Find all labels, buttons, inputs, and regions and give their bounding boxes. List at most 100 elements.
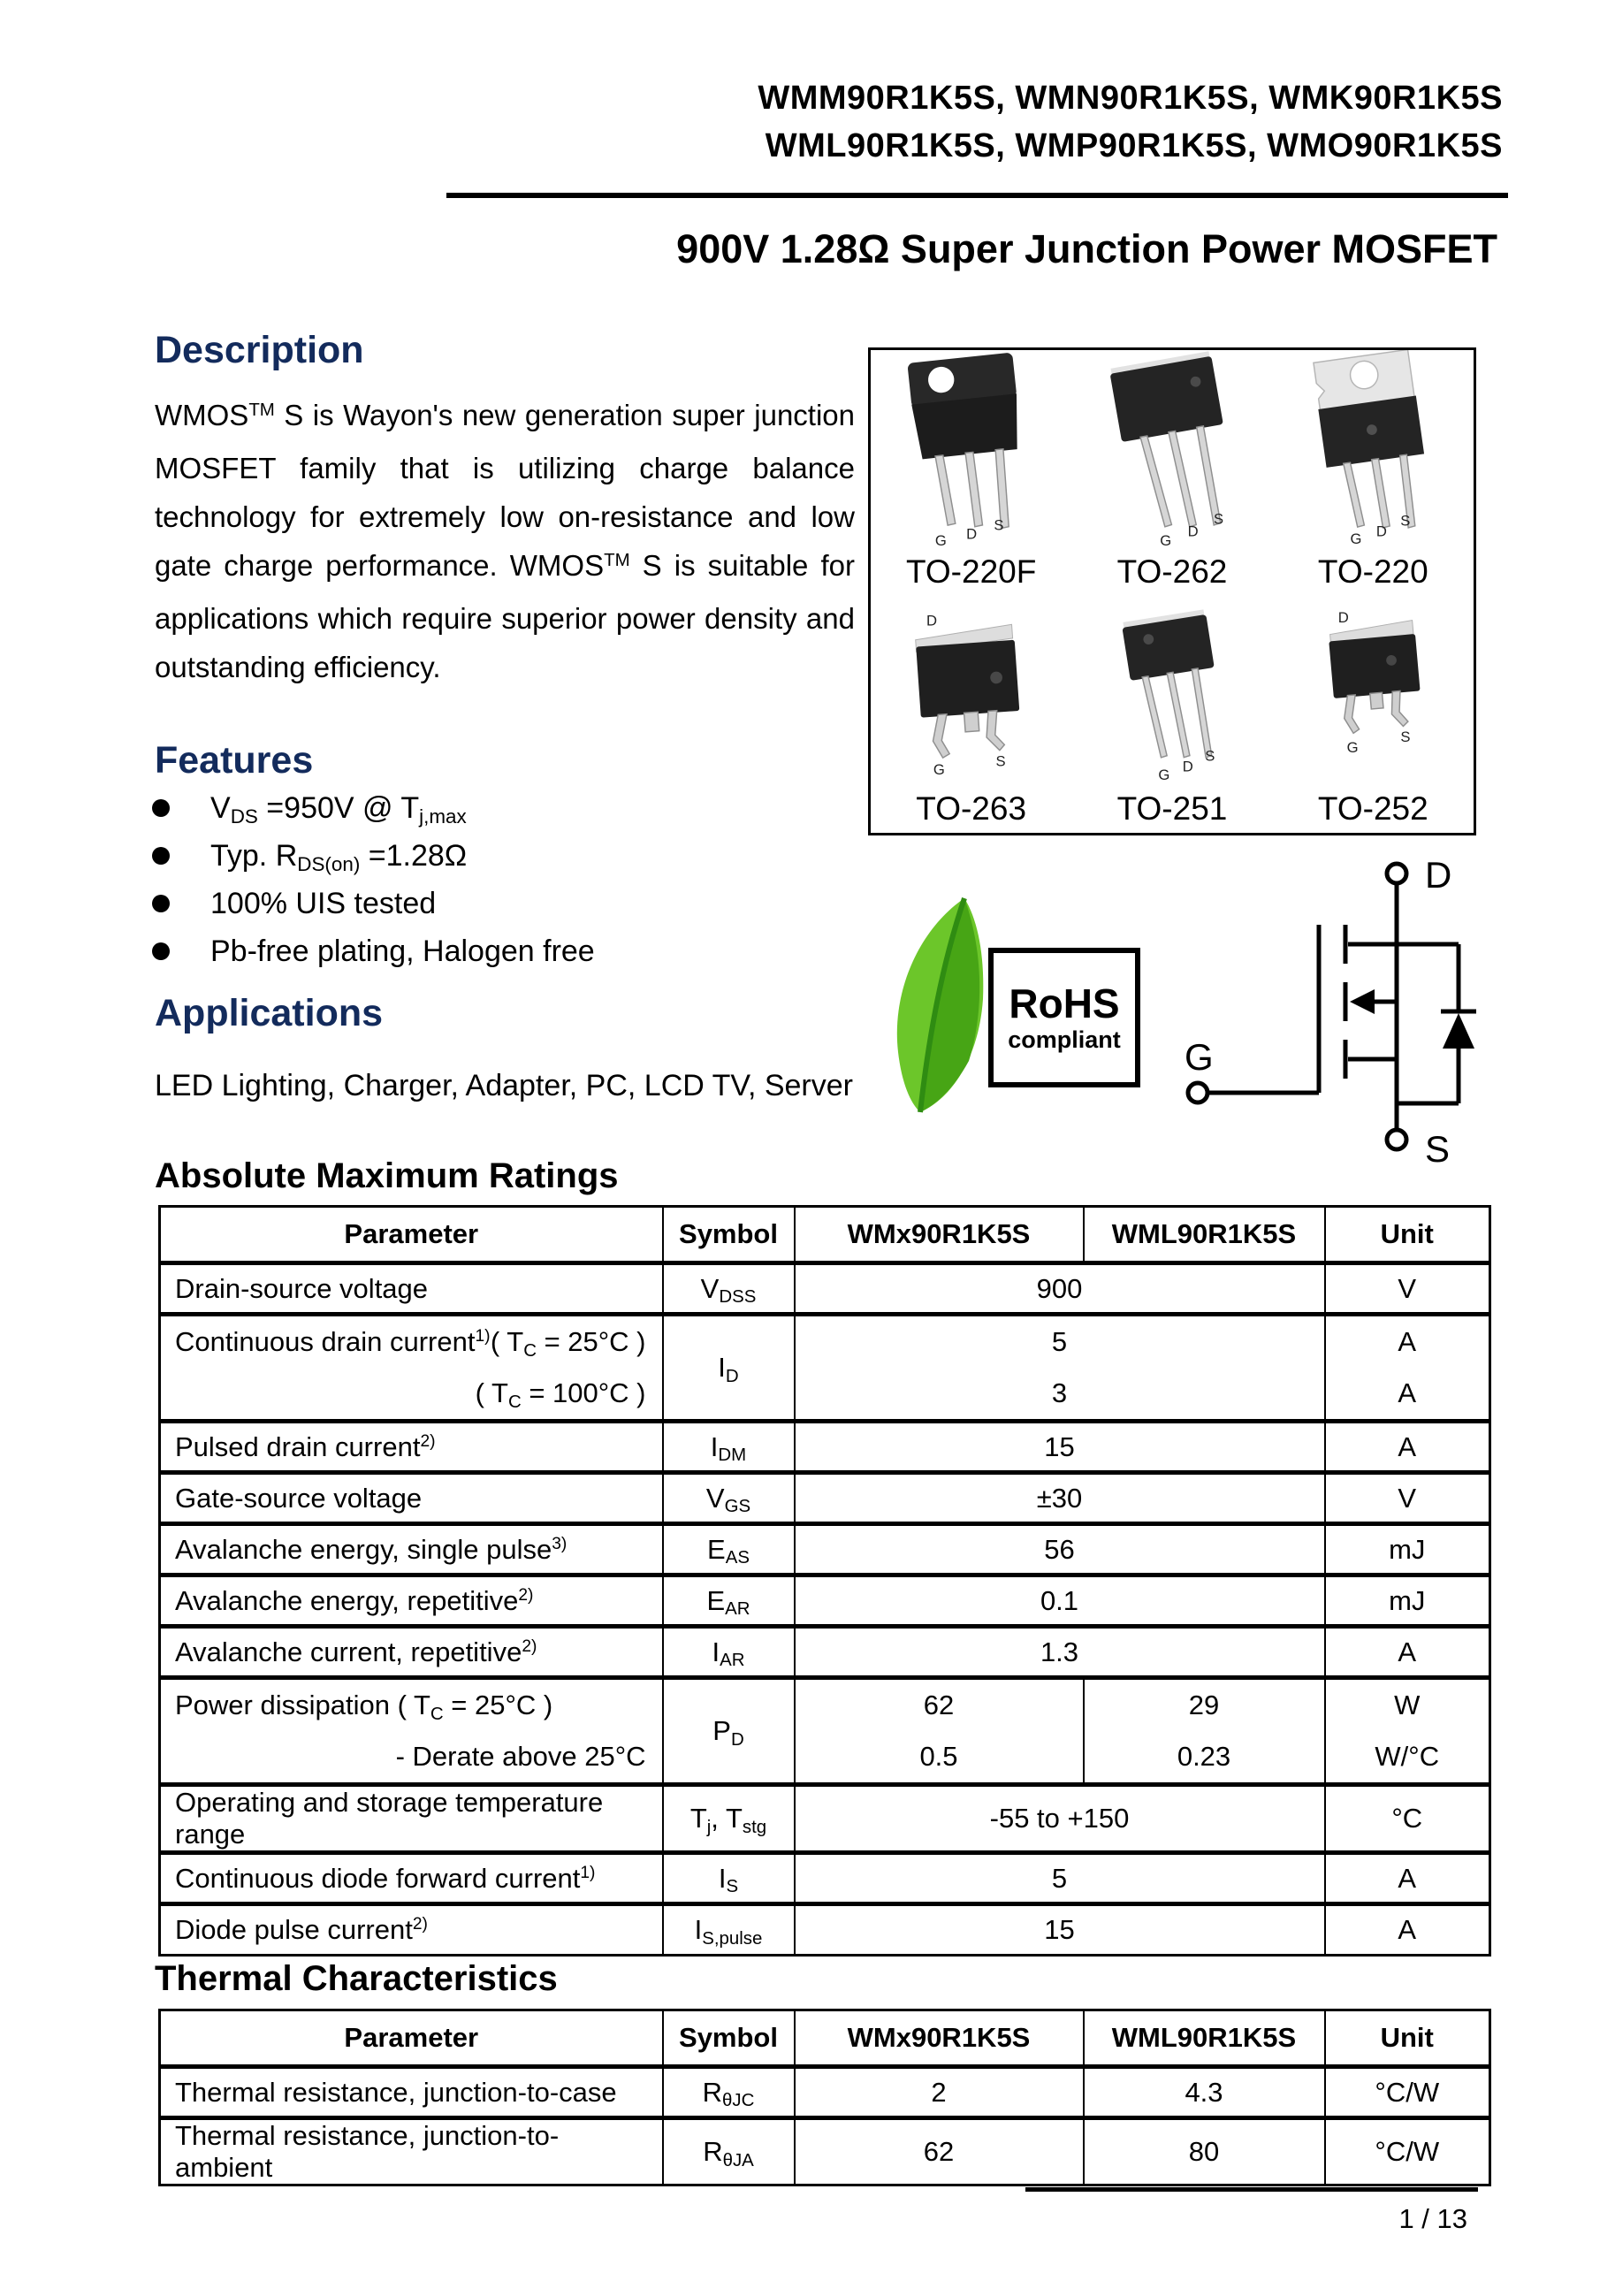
description-heading: Description: [155, 329, 364, 371]
value-cell: 3: [793, 1368, 1326, 1422]
value-cell: 62: [793, 1677, 1085, 1731]
symbol-cell: IS,pulse: [661, 1903, 796, 1956]
col-symbol: Symbol: [661, 2010, 796, 2067]
table-row-tj: Operating and storage temperature range …: [158, 1784, 1491, 1853]
to251-package-image: G D S: [1122, 609, 1215, 783]
condition-text: ( TC = 25°C ): [490, 1326, 646, 1361]
symbol-cell: IAR: [661, 1626, 796, 1678]
symbol-cell: VGS: [661, 1472, 796, 1524]
thermal-heading: Thermal Characteristics: [155, 1959, 558, 1998]
table-row-rthja: Thermal resistance, junction-to-ambient …: [158, 2117, 1491, 2185]
col-wml: WML90R1K5S: [1082, 1206, 1326, 1263]
applications-text: LED Lighting, Charger, Adapter, PC, LCD …: [155, 1069, 853, 1102]
pin-label: D: [926, 613, 937, 629]
unit-cell: V: [1323, 1472, 1491, 1524]
features-list: VDS =950V @ Tj,max Typ. RDS(on) =1.28Ω 1…: [152, 785, 595, 976]
value-cell: 900: [793, 1262, 1326, 1315]
package-label: TO-252: [1317, 790, 1428, 827]
description-text: WMOSTM S is Wayon's new generation super…: [155, 399, 855, 683]
package-to251: G D S TO-251: [1071, 596, 1272, 833]
col-wmx: WMx90R1K5S: [793, 1206, 1085, 1263]
unit-cell: °C/W: [1323, 2117, 1491, 2185]
pin-label: G: [1351, 530, 1362, 547]
pin-label: G: [1158, 767, 1169, 783]
table-row-pd-derate: 0.5 0.23 W/°C: [160, 1731, 1491, 1785]
symbol-cell: PD: [661, 1677, 796, 1785]
symbol-cell: RθJC: [661, 2066, 796, 2118]
part-numbers-line1: WMM90R1K5S, WMN90R1K5S, WMK90R1K5S: [758, 80, 1503, 117]
symbol-cell: IS: [661, 1852, 796, 1904]
mosfet-symbol: D G S: [1185, 854, 1476, 1170]
rohs-compliant-text: compliant: [1008, 1026, 1121, 1053]
to252-package-image: D G S: [1329, 609, 1421, 756]
symbol-cell: RθJA: [661, 2117, 796, 2185]
feature-item: 100% UIS tested: [152, 881, 595, 927]
unit-cell: V: [1323, 1262, 1491, 1315]
source-label: S: [1425, 1128, 1450, 1170]
value-cell: 5: [793, 1314, 1326, 1368]
bullet-icon: [152, 895, 170, 912]
leaf-icon: [896, 897, 984, 1113]
col-wml: WML90R1K5S: [1082, 2010, 1326, 2067]
feature-text: Typ. RDS(on) =1.28Ω: [210, 838, 468, 875]
part-numbers: WMM90R1K5S, WMN90R1K5S, WMK90R1K5S WML90…: [758, 74, 1503, 170]
value-cell: 1.3: [793, 1626, 1326, 1678]
feature-text: Pb-free plating, Halogen free: [210, 934, 595, 968]
value-cell: -55 to +150: [793, 1784, 1326, 1853]
symbol-cell: Tj, Tstg: [661, 1784, 796, 1853]
feature-text: 100% UIS tested: [210, 886, 437, 920]
abs-max-table: Parameter Symbol WMx90R1K5S WML90R1K5S U…: [158, 1205, 1491, 1957]
param-cell: Diode pulse current2): [158, 1903, 664, 1956]
abs-max-heading: Absolute Maximum Ratings: [155, 1156, 619, 1195]
unit-cell: mJ: [1323, 1523, 1491, 1575]
symbol-cell: VDSS: [661, 1262, 796, 1315]
footer-divider: [1025, 2187, 1478, 2192]
value-cell: 80: [1082, 2117, 1326, 2185]
condition-text: ( TC = 100°C ): [475, 1377, 646, 1412]
param-cell: Avalanche energy, repetitive2): [158, 1575, 664, 1627]
table-row-id-100c: 3 A: [160, 1368, 1491, 1422]
package-label: TO-220: [1317, 553, 1428, 590]
value-cell: 15: [793, 1421, 1326, 1473]
pin-label: S: [1205, 748, 1215, 765]
value-cell: 0.23: [1082, 1731, 1326, 1785]
unit-cell: A: [1323, 1421, 1491, 1473]
value-cell: 62: [793, 2117, 1085, 2185]
table-row-vgs: Gate-source voltage VGS ±30 V: [158, 1472, 1491, 1524]
to263-package-image: D G S: [914, 613, 1019, 778]
value-cell: 5: [793, 1852, 1326, 1904]
unit-cell: A: [1323, 1314, 1491, 1368]
thermal-table: Parameter Symbol WMx90R1K5S WML90R1K5S U…: [158, 2009, 1491, 2186]
unit-cell: °C/W: [1323, 2066, 1491, 2118]
package-to263: D G S TO-263: [871, 596, 1071, 833]
package-to262: G D S TO-262: [1071, 350, 1272, 596]
to220f-package-image: G D S: [907, 353, 1017, 549]
col-unit: Unit: [1323, 1206, 1491, 1263]
value-cell: 4.3: [1082, 2066, 1326, 2118]
feature-item: Typ. RDS(on) =1.28Ω: [152, 833, 595, 879]
symbol-cell: ID: [661, 1314, 796, 1422]
value-cell: 15: [793, 1903, 1326, 1956]
table-row-id: Continuous drain current1)( TC = 25°C ) …: [158, 1314, 1491, 1422]
pin-label: D: [966, 525, 977, 542]
param-cell: Continuous diode forward current1): [158, 1852, 664, 1904]
table-row-ispulse: Diode pulse current2) IS,pulse 15 A: [158, 1903, 1491, 1956]
table-row-vdss: Drain-source voltage VDSS 900 V: [158, 1262, 1491, 1315]
feature-item: VDS =950V @ Tj,max: [152, 785, 595, 831]
table-row-idm: Pulsed drain current2) IDM 15 A: [158, 1421, 1491, 1473]
to262-package-image: G D S: [1110, 351, 1223, 549]
value-cell: 29: [1082, 1677, 1326, 1731]
param-cell: Avalanche energy, single pulse3): [158, 1523, 664, 1575]
package-to220: G D S TO-220: [1273, 350, 1474, 596]
pin-label: S: [994, 517, 1003, 534]
features-heading: Features: [155, 739, 314, 782]
package-label: TO-262: [1116, 553, 1228, 590]
param-cell: Operating and storage temperature range: [158, 1784, 664, 1853]
header-divider: [446, 193, 1508, 198]
symbol-cell: EAS: [661, 1523, 796, 1575]
param-cell: Pulsed drain current2): [158, 1421, 664, 1473]
pin-label: G: [935, 532, 947, 549]
param-cell: Power dissipation ( TC = 25°C ) - Derate…: [158, 1677, 664, 1785]
value-cell: ±30: [793, 1472, 1326, 1524]
